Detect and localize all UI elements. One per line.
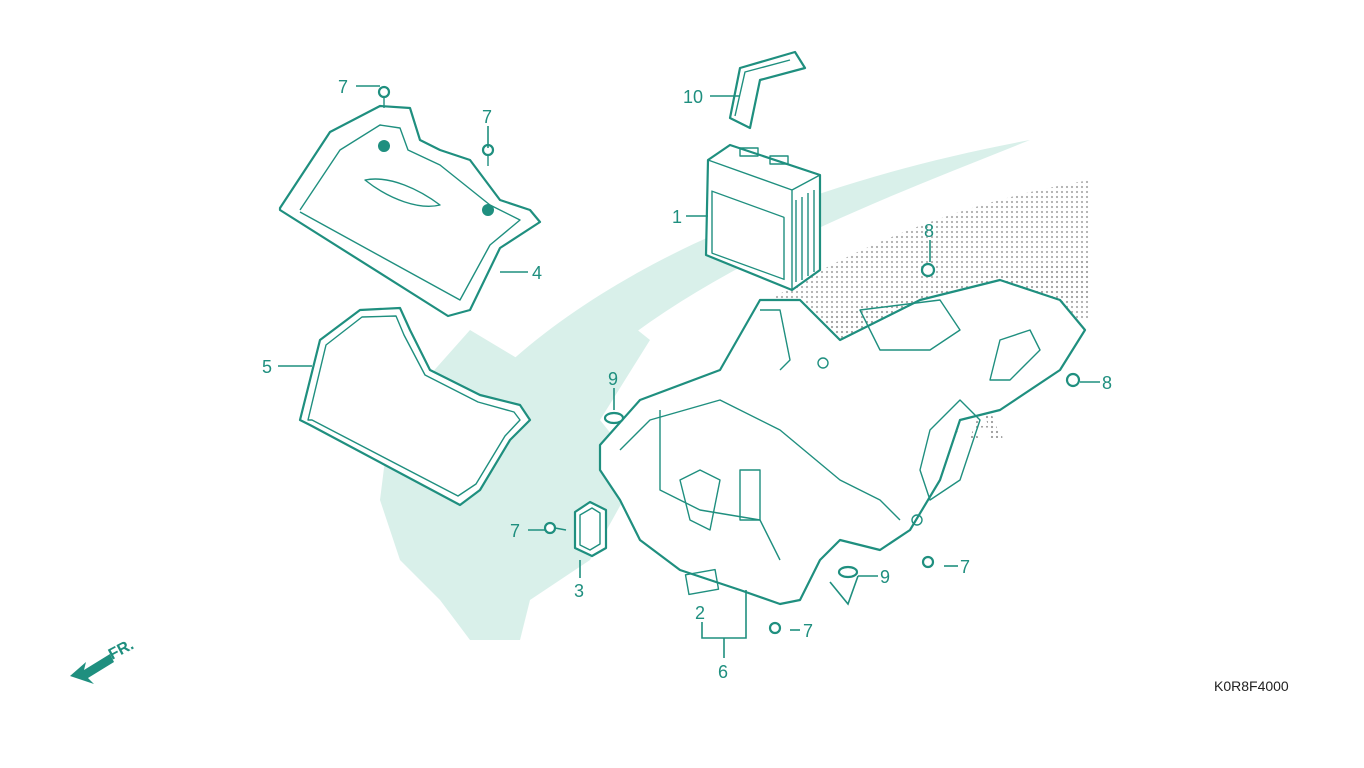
bolt-8a-icon — [920, 262, 936, 278]
callout-7c: 7 — [510, 521, 520, 541]
callout-7e: 7 — [960, 557, 970, 577]
clip-hole-icon — [482, 204, 494, 216]
part-2-label[interactable] — [684, 568, 720, 596]
grommet-9b-icon — [837, 565, 859, 579]
diagram-code: K0R8F4000 — [1214, 678, 1289, 694]
grommet-9a-icon — [603, 411, 625, 425]
part-10-strap[interactable] — [728, 50, 807, 130]
callout-9a: 9 — [608, 369, 618, 389]
callout-8b: 8 — [1102, 373, 1112, 393]
callout-2: 2 — [695, 603, 705, 623]
part-1-battery[interactable] — [704, 143, 822, 292]
callout-3: 3 — [574, 581, 584, 601]
clip-hole-icon — [378, 140, 390, 152]
callout-1: 1 — [672, 207, 682, 227]
screw-7d-icon — [768, 621, 782, 635]
leader-lines — [278, 85, 1100, 658]
callout-8a: 8 — [924, 221, 934, 241]
screw-7e-icon — [921, 555, 935, 569]
callout-6: 6 — [718, 662, 728, 682]
bolt-8b-icon — [1065, 372, 1081, 388]
callout-10: 10 — [683, 87, 703, 107]
part-6-tray[interactable] — [598, 278, 1087, 606]
part-4-cover[interactable] — [278, 104, 542, 318]
callout-5: 5 — [262, 357, 272, 377]
callout-9b: 9 — [880, 567, 890, 587]
callout-7d: 7 — [803, 621, 813, 641]
front-arrow-icon: FR. — [70, 636, 137, 684]
part-5-seal[interactable] — [298, 306, 532, 507]
part-3-box[interactable] — [573, 500, 608, 558]
callout-4: 4 — [532, 263, 542, 283]
callout-7b: 7 — [482, 107, 492, 127]
callout-7a: 7 — [338, 77, 348, 97]
screw-7a-icon — [377, 85, 391, 99]
screw-7c-icon — [543, 521, 557, 535]
